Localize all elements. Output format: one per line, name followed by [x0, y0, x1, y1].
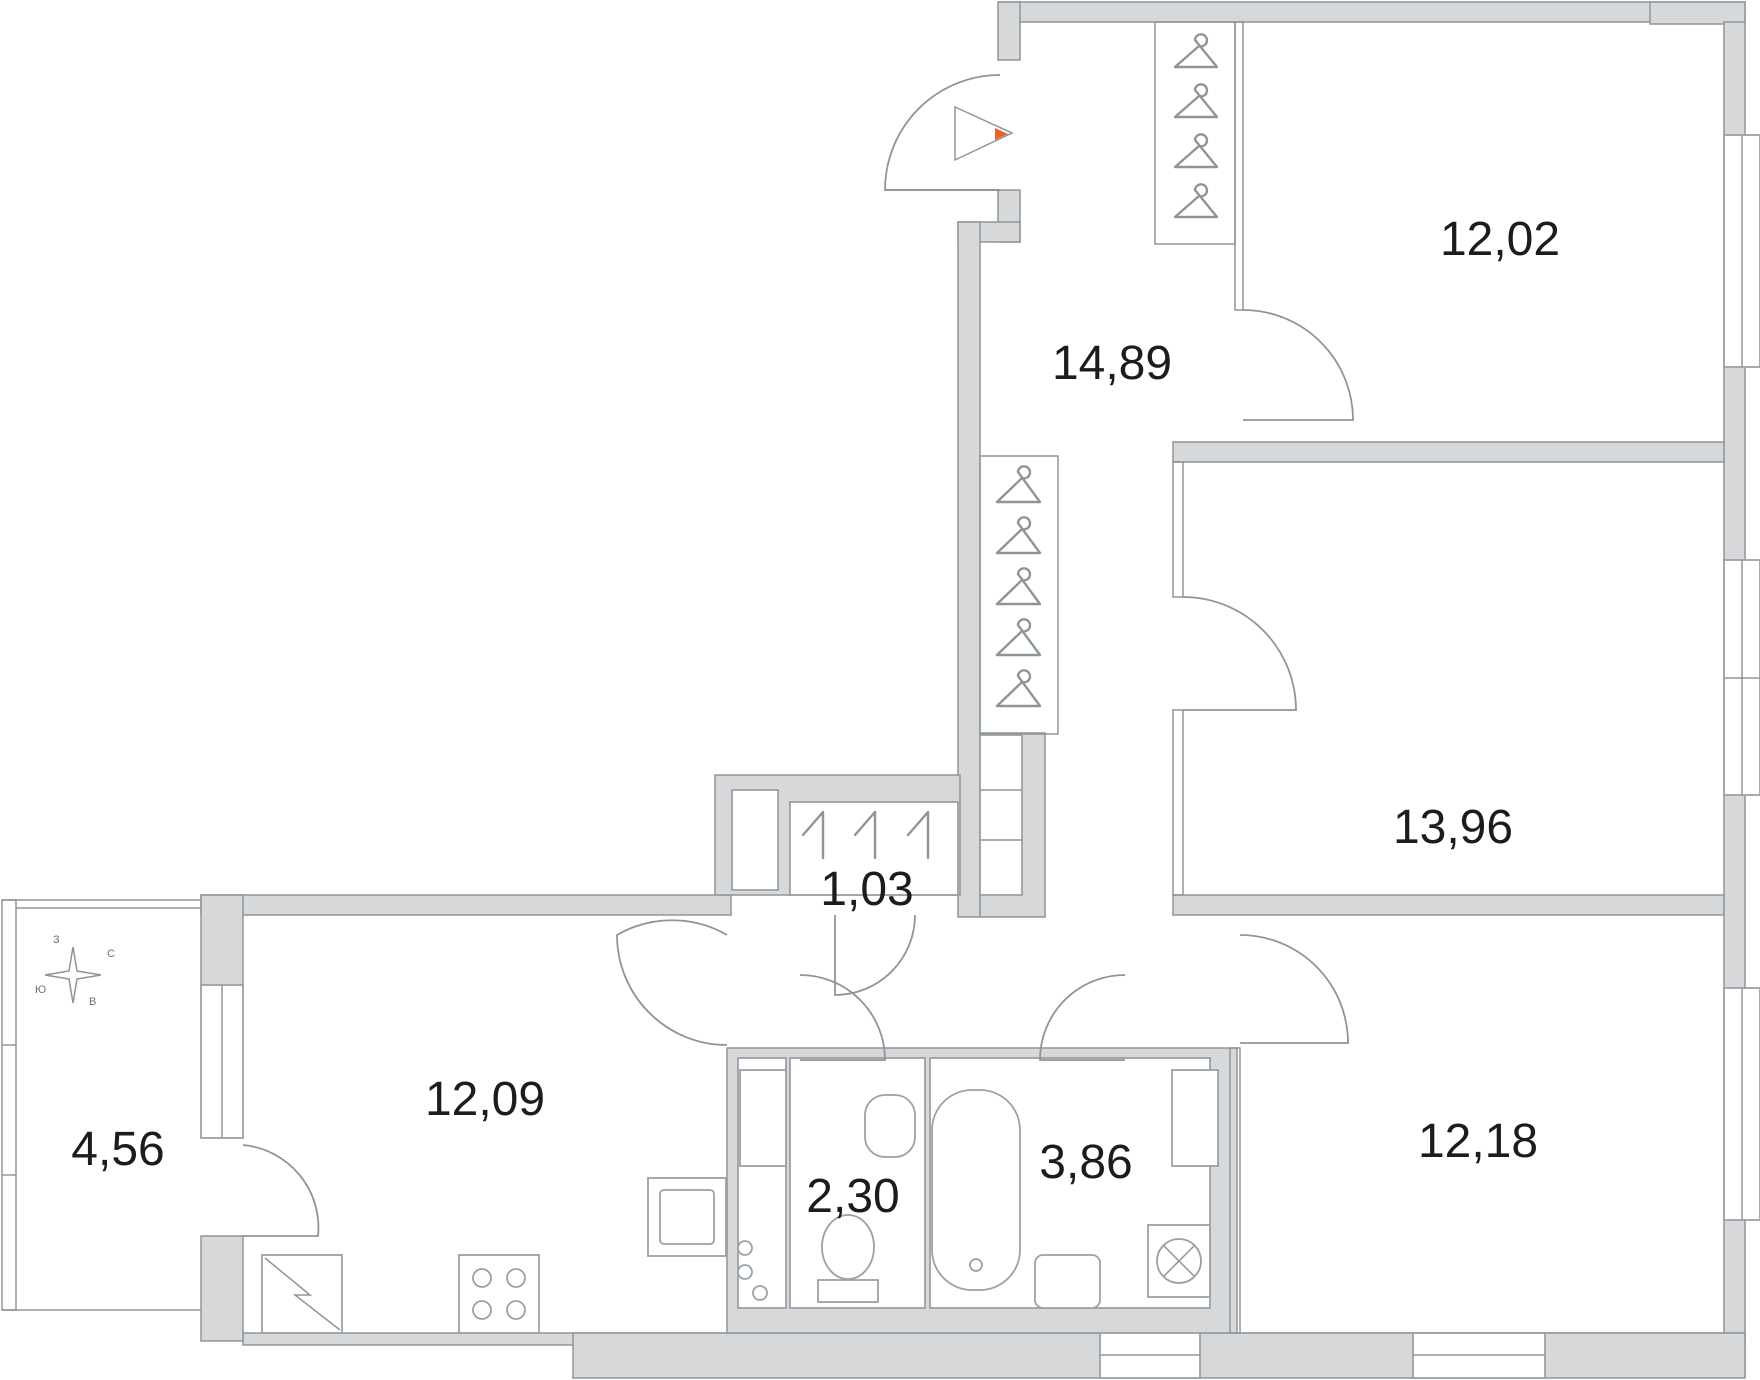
- wardrobe-small: [801, 810, 930, 860]
- room-area-wc: 2,30: [806, 1170, 900, 1223]
- entrance-marker: [954, 105, 1014, 162]
- wc-sink-icon: [864, 1094, 916, 1158]
- hanger-icon: [1173, 133, 1219, 169]
- burner-icon: [472, 1300, 492, 1320]
- electrical-panel-icon: [261, 1254, 343, 1334]
- entrance-triangle: [954, 105, 1014, 162]
- hob-knob-icon: [737, 1264, 753, 1280]
- room-area-bedroom-ne: 12,02: [1439, 213, 1561, 266]
- wall-kitchen-west-top: [200, 894, 244, 991]
- hanger-icon: [801, 810, 825, 860]
- burner-icon: [506, 1300, 526, 1320]
- wall-bedroom-ne-south: [1172, 441, 1725, 463]
- entrance-arrow-icon: [995, 128, 1008, 140]
- kitchen-fixtures: [261, 1177, 768, 1334]
- door-bath: [1039, 974, 1126, 1061]
- hanger-icon: [853, 810, 877, 860]
- burner-icon: [506, 1268, 526, 1288]
- hanger-icon: [1173, 83, 1219, 119]
- room-area-hall: 14,89: [1051, 337, 1173, 390]
- electric-bolt-icon: [264, 1257, 341, 1331]
- bathroom-fixtures: [817, 1089, 1211, 1309]
- room-area-wardrobe: 1,03: [820, 863, 914, 916]
- wardrobe-corridor-frame: [979, 455, 1059, 735]
- compass-west: З: [53, 934, 60, 946]
- compass-icon: С З Ю В: [35, 934, 115, 1008]
- windows: [2, 134, 1760, 1379]
- door-bedroom-se: [1239, 934, 1349, 1044]
- hob-knob-icon: [752, 1285, 768, 1301]
- washing-machine-cross: [1163, 1245, 1195, 1277]
- hanger-icon: [995, 567, 1042, 606]
- compass-north: С: [107, 948, 115, 960]
- door-wc: [799, 974, 886, 1061]
- room-area-kitchen: 12,09: [424, 1073, 546, 1126]
- hanger-icon: [995, 465, 1042, 504]
- wall-kitchen-north: [200, 894, 732, 916]
- wardrobe-corridor: [979, 455, 1059, 896]
- kitchen-sink-bowl-icon: [659, 1189, 715, 1245]
- loggia-outline: [1, 899, 17, 1311]
- compass-star: [44, 946, 102, 1004]
- door-loggia: [242, 1144, 320, 1237]
- toilet-icon: [821, 1214, 875, 1280]
- hob-knob-icon: [737, 1240, 753, 1256]
- hanger-icon: [995, 618, 1042, 657]
- door-bedroom-e: [1182, 596, 1297, 711]
- wardrobe-top: [1154, 21, 1236, 245]
- bathtub-icon: [931, 1089, 1021, 1291]
- hanger-icon: [995, 669, 1042, 708]
- hanger-icon: [1173, 33, 1219, 69]
- bathtub-drain-icon: [969, 1258, 983, 1272]
- room-area-bathroom: 3,86: [1039, 1136, 1133, 1189]
- wardrobe-top-frame: [1154, 21, 1236, 245]
- wall-bedroom-e-west: [1172, 461, 1184, 598]
- radiator-icon: [731, 789, 779, 891]
- door-bedroom-ne: [1242, 309, 1354, 421]
- burner-icon: [472, 1268, 492, 1288]
- radiator-icon: [739, 1069, 787, 1167]
- room-area-bedroom-se: 12,18: [1417, 1115, 1539, 1168]
- wall-top-corner: [1649, 1, 1746, 25]
- wall-bedroom-e-west-2: [1172, 709, 1184, 896]
- door-kitchen: [616, 919, 728, 1046]
- compass-east: В: [89, 996, 96, 1008]
- compass-south: Ю: [35, 984, 46, 996]
- wall-top: [999, 1, 1746, 23]
- wall-entrance-top: [997, 1, 1021, 61]
- radiators: [731, 789, 1219, 1167]
- wall-corridor-west: [957, 221, 981, 918]
- door-entrance: [884, 74, 1001, 191]
- radiator-icon: [1171, 1069, 1219, 1167]
- room-area-loggia: 4,56: [71, 1123, 165, 1176]
- wall-bedroom-se-west: [1229, 1047, 1241, 1334]
- toilet-tank-icon: [817, 1279, 879, 1303]
- wall-bedroom-e-south: [1172, 894, 1725, 916]
- sink-icon: [1034, 1254, 1101, 1309]
- shelf-unit: [979, 734, 1023, 896]
- hanger-icon: [1173, 183, 1219, 219]
- stove-icon: [458, 1254, 540, 1334]
- wall-bedroom-ne-west: [1234, 21, 1244, 311]
- room-area-bedroom-e: 13,96: [1392, 801, 1514, 854]
- door-wardrobe: [834, 914, 916, 996]
- hanger-icon: [995, 516, 1042, 555]
- hanger-icon: [906, 810, 930, 860]
- wall-kitchen-west-bottom: [200, 1235, 244, 1342]
- doors: [242, 74, 1354, 1237]
